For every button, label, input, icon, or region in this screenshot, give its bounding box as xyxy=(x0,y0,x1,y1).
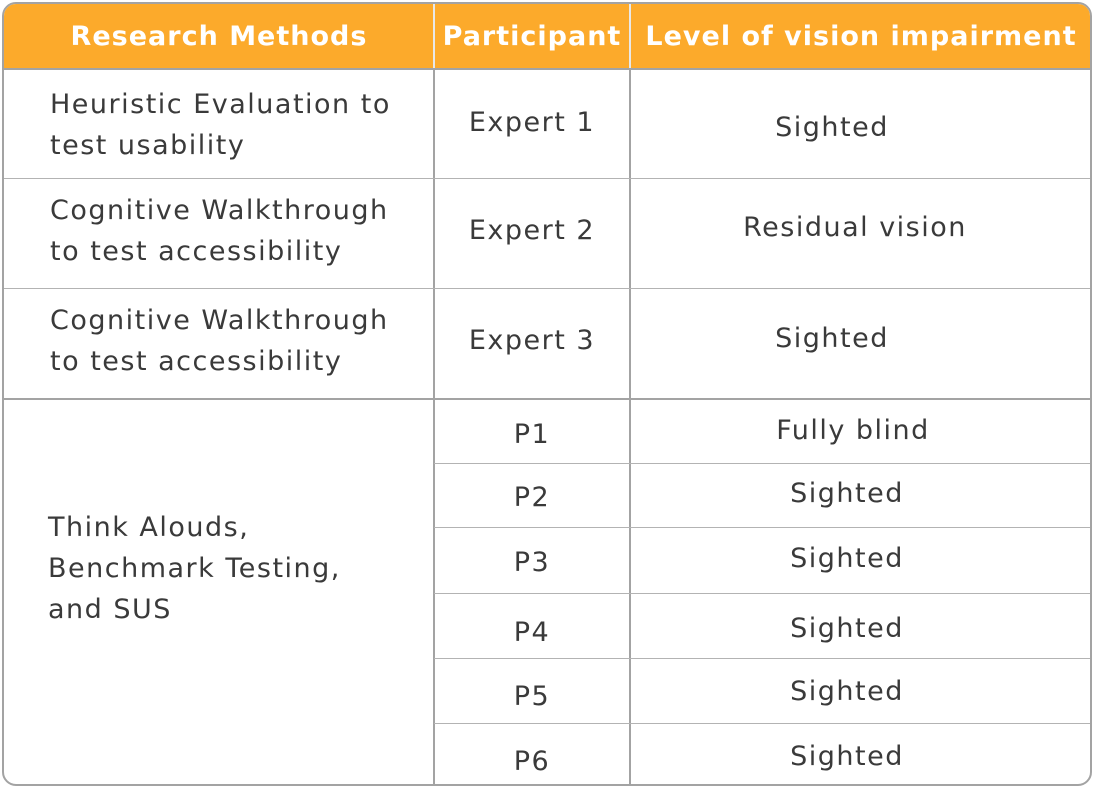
header-divider xyxy=(433,4,435,68)
participant-cell: P5 xyxy=(513,681,551,712)
row-divider xyxy=(4,178,1090,179)
participant-cell: P2 xyxy=(513,482,551,513)
method-cell: Cognitive Walkthrough to test accessibil… xyxy=(50,305,389,377)
sub-row-divider xyxy=(434,463,1090,464)
participant-cell: P4 xyxy=(513,617,551,648)
sub-row-divider xyxy=(434,658,1090,659)
header-vision-level: Level of vision impairment xyxy=(645,20,1077,52)
participant-cell: Expert 2 xyxy=(468,215,596,246)
column-divider xyxy=(629,68,631,784)
vision-cell: Fully blind xyxy=(776,415,930,446)
participant-cell: P3 xyxy=(513,547,551,578)
method-cell: Heuristic Evaluation to test usability xyxy=(50,89,391,161)
row-divider xyxy=(4,288,1090,289)
table-header: Research Methods Participant Level of vi… xyxy=(4,4,1090,70)
sub-row-divider xyxy=(434,593,1090,594)
column-divider xyxy=(433,68,435,784)
vision-cell: Sighted xyxy=(775,323,889,354)
participant-cell: P6 xyxy=(513,746,551,777)
header-participant: Participant xyxy=(442,20,622,52)
vision-cell: Sighted xyxy=(775,112,889,143)
participant-cell: P1 xyxy=(513,419,551,450)
sub-row-divider xyxy=(434,723,1090,724)
participant-cell: Expert 3 xyxy=(468,325,596,356)
method-cell: Cognitive Walkthrough to test accessibil… xyxy=(50,195,389,267)
header-research-methods: Research Methods xyxy=(70,20,368,52)
row-divider xyxy=(4,398,1090,400)
vision-cell: Residual vision xyxy=(743,212,967,243)
vision-cell: Sighted xyxy=(790,543,904,574)
header-divider xyxy=(629,4,631,68)
vision-cell: Sighted xyxy=(790,676,904,707)
vision-cell: Sighted xyxy=(790,741,904,772)
vision-cell: Sighted xyxy=(790,613,904,644)
sub-row-divider xyxy=(434,527,1090,528)
method-cell: Think Alouds, Benchmark Testing, and SUS xyxy=(48,512,341,625)
participant-cell: Expert 1 xyxy=(468,107,596,138)
vision-cell: Sighted xyxy=(790,478,904,509)
